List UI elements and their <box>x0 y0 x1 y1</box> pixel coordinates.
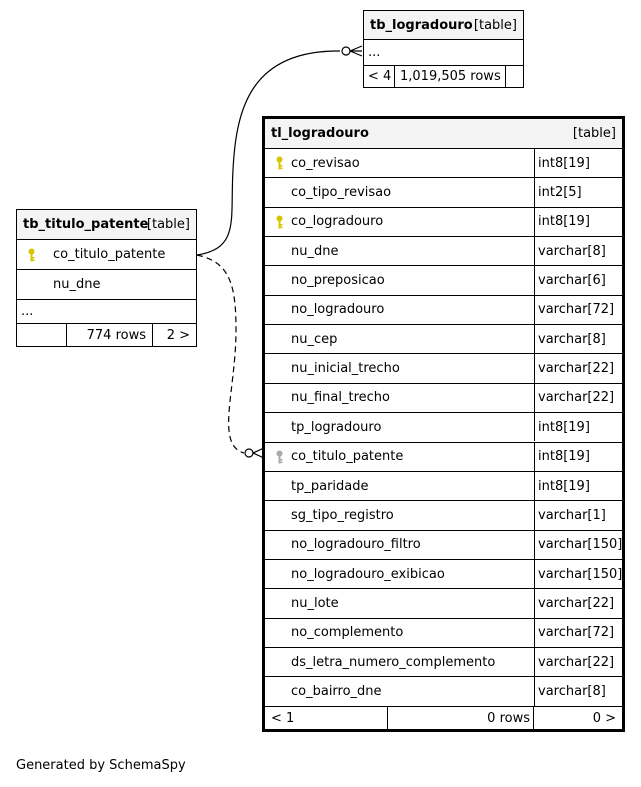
table-footer: < 4 1,019,505 rows <box>364 65 523 87</box>
table-header: tb_titulo_patente [table] <box>17 210 196 239</box>
primary-key-icon <box>27 248 36 262</box>
column-name[interactable]: nu_lote <box>291 595 339 611</box>
column-row-nu-dne[interactable]: nu_dne varchar[8] <box>265 236 622 266</box>
column-row-nu-inicial-trecho[interactable]: nu_inicial_trecho varchar[22] <box>265 353 622 383</box>
column-type: varchar[8] <box>538 331 606 347</box>
column-row-no-logradouro-exibicao[interactable]: no_logradouro_exibicao varchar[150] <box>265 558 623 589</box>
table-tl-logradouro[interactable]: tl_logradouro [table] co_revisao int8[19]… <box>262 116 625 732</box>
relationship-line-tb-logradouro <box>196 50 341 256</box>
column-row-tp-paridade[interactable]: tp_paridade int8[19] <box>265 470 622 501</box>
column-name[interactable]: co_titulo_patente <box>291 449 404 465</box>
table-kind: [table] <box>146 217 190 232</box>
column-row-co-titulo-patente[interactable]: co_titulo_patente int8[19] <box>265 441 622 471</box>
column-name[interactable]: co_tipo_revisao <box>291 185 392 201</box>
column-type: varchar[150] <box>538 566 623 582</box>
ellipsis: ... <box>368 45 381 60</box>
optional-marker-tb-logradouro <box>341 46 351 56</box>
column-name[interactable]: co_logradouro <box>291 214 384 230</box>
column-name[interactable]: no_preposicao <box>291 273 385 289</box>
column-row-tp-logradouro[interactable]: tp_logradouro int8[19] <box>265 412 622 442</box>
column-type: varchar[72] <box>538 302 615 318</box>
ellipsis-row: ... <box>364 39 523 65</box>
column-row-nu-lote[interactable]: nu_lote varchar[22] <box>265 588 622 618</box>
column-type: int8[19] <box>538 478 590 494</box>
parents-link[interactable]: < 4 <box>368 69 392 84</box>
parents-link[interactable]: < 1 <box>271 710 295 726</box>
column-name[interactable]: nu_inicial_trecho <box>291 361 400 377</box>
column-name[interactable]: co_revisao <box>291 155 360 171</box>
column-type: int8[19] <box>538 214 590 230</box>
optional-marker-tb-titulo-patente <box>244 448 254 458</box>
column-name[interactable]: tp_paridade <box>291 478 369 494</box>
children-link[interactable]: 2 > <box>166 327 190 343</box>
column-type: varchar[6] <box>538 273 606 289</box>
column-row-co-titulo-patente[interactable]: co_titulo_patente <box>17 239 196 269</box>
primary-key-icon <box>275 215 284 229</box>
column-row-no-logradouro-filtro[interactable]: no_logradouro_filtro varchar[150] <box>265 529 623 559</box>
column-type: varchar[1] <box>538 507 606 523</box>
column-name[interactable]: sg_tipo_registro <box>291 507 394 523</box>
ellipsis: ... <box>21 304 34 319</box>
row-count: 0 rows <box>487 710 530 726</box>
column-type: varchar[22] <box>538 361 615 377</box>
column-row-sg-tipo-registro[interactable]: sg_tipo_registro varchar[1] <box>265 500 622 530</box>
crowsfoot-tb-logradouro <box>349 45 363 57</box>
column-type: varchar[8] <box>538 243 606 259</box>
column-name[interactable]: nu_dne <box>291 243 339 259</box>
column-type: varchar[8] <box>538 683 606 699</box>
table-kind: [table] <box>473 17 517 33</box>
row-count: 1,019,505 rows <box>400 69 501 84</box>
column-name[interactable]: no_complemento <box>291 625 404 641</box>
column-type: int8[19] <box>538 155 590 171</box>
column-type: int8[19] <box>538 449 590 465</box>
column-name[interactable]: no_logradouro_filtro <box>291 537 421 553</box>
column-row-co-logradouro[interactable]: co_logradouro int8[19] <box>265 206 622 237</box>
generated-by-note: Generated by SchemaSpy <box>16 758 186 773</box>
column-name[interactable]: ds_letra_numero_complemento <box>291 654 496 670</box>
table-header: tb_logradouro [table] <box>364 11 523 39</box>
column-name[interactable]: co_titulo_patente <box>53 247 166 262</box>
table-header: tl_logradouro [table] <box>265 119 622 148</box>
table-name[interactable]: tl_logradouro <box>271 126 369 141</box>
column-row-nu-cep[interactable]: nu_cep varchar[8] <box>265 324 622 354</box>
column-type: int2[5] <box>538 185 582 201</box>
column-name[interactable]: tp_logradouro <box>291 419 382 435</box>
column-row-nu-dne[interactable]: nu_dne <box>17 269 196 299</box>
table-name[interactable]: tb_titulo_patente <box>23 217 149 232</box>
column-row-no-preposicao[interactable]: no_preposicao varchar[6] <box>265 265 622 295</box>
table-tb-logradouro[interactable]: tb_logradouro [table] ... < 4 1,019,505 … <box>363 10 524 88</box>
table-name[interactable]: tb_logradouro <box>370 17 473 33</box>
table-footer: < 1 0 rows 0 > <box>265 706 622 729</box>
column-name[interactable]: co_bairro_dne <box>291 683 382 699</box>
column-row-no-logradouro[interactable]: no_logradouro varchar[72] <box>265 294 622 325</box>
column-row-no-complemento[interactable]: no_complemento varchar[72] <box>265 617 622 647</box>
column-row-co-revisao[interactable]: co_revisao int8[19] <box>265 148 622 178</box>
column-type: varchar[22] <box>538 595 615 611</box>
column-name[interactable]: no_logradouro_exibicao <box>291 566 445 582</box>
column-row-nu-final-trecho[interactable]: nu_final_trecho varchar[22] <box>265 382 622 413</box>
primary-key-icon <box>275 156 284 170</box>
column-name[interactable]: nu_cep <box>291 331 338 347</box>
table-kind: [table] <box>572 126 616 141</box>
column-row-co-bairro-dne[interactable]: co_bairro_dne varchar[8] <box>265 676 622 706</box>
foreign-key-icon <box>275 450 284 464</box>
table-tb-titulo-patente[interactable]: tb_titulo_patente [table] co_titulo_pate… <box>16 209 197 347</box>
table-footer: 774 rows 2 > <box>17 323 196 346</box>
column-name[interactable]: nu_final_trecho <box>291 390 390 406</box>
column-row-co-tipo-revisao[interactable]: co_tipo_revisao int2[5] <box>265 177 622 207</box>
column-type: varchar[72] <box>538 625 615 641</box>
column-type: int8[19] <box>538 419 590 435</box>
row-count: 774 rows <box>86 327 146 343</box>
relationship-line-tb-titulo-patente <box>196 254 245 454</box>
column-row-ds-letra-numero-complemento[interactable]: ds_letra_numero_complemento varchar[22] <box>265 646 622 677</box>
children-link[interactable]: 0 > <box>592 710 616 726</box>
column-name[interactable]: nu_dne <box>53 277 101 292</box>
column-type: varchar[150] <box>538 537 623 553</box>
ellipsis-row: ... <box>17 299 196 323</box>
column-type: varchar[22] <box>538 390 615 406</box>
column-type: varchar[22] <box>538 654 615 670</box>
column-name[interactable]: no_logradouro <box>291 302 385 318</box>
